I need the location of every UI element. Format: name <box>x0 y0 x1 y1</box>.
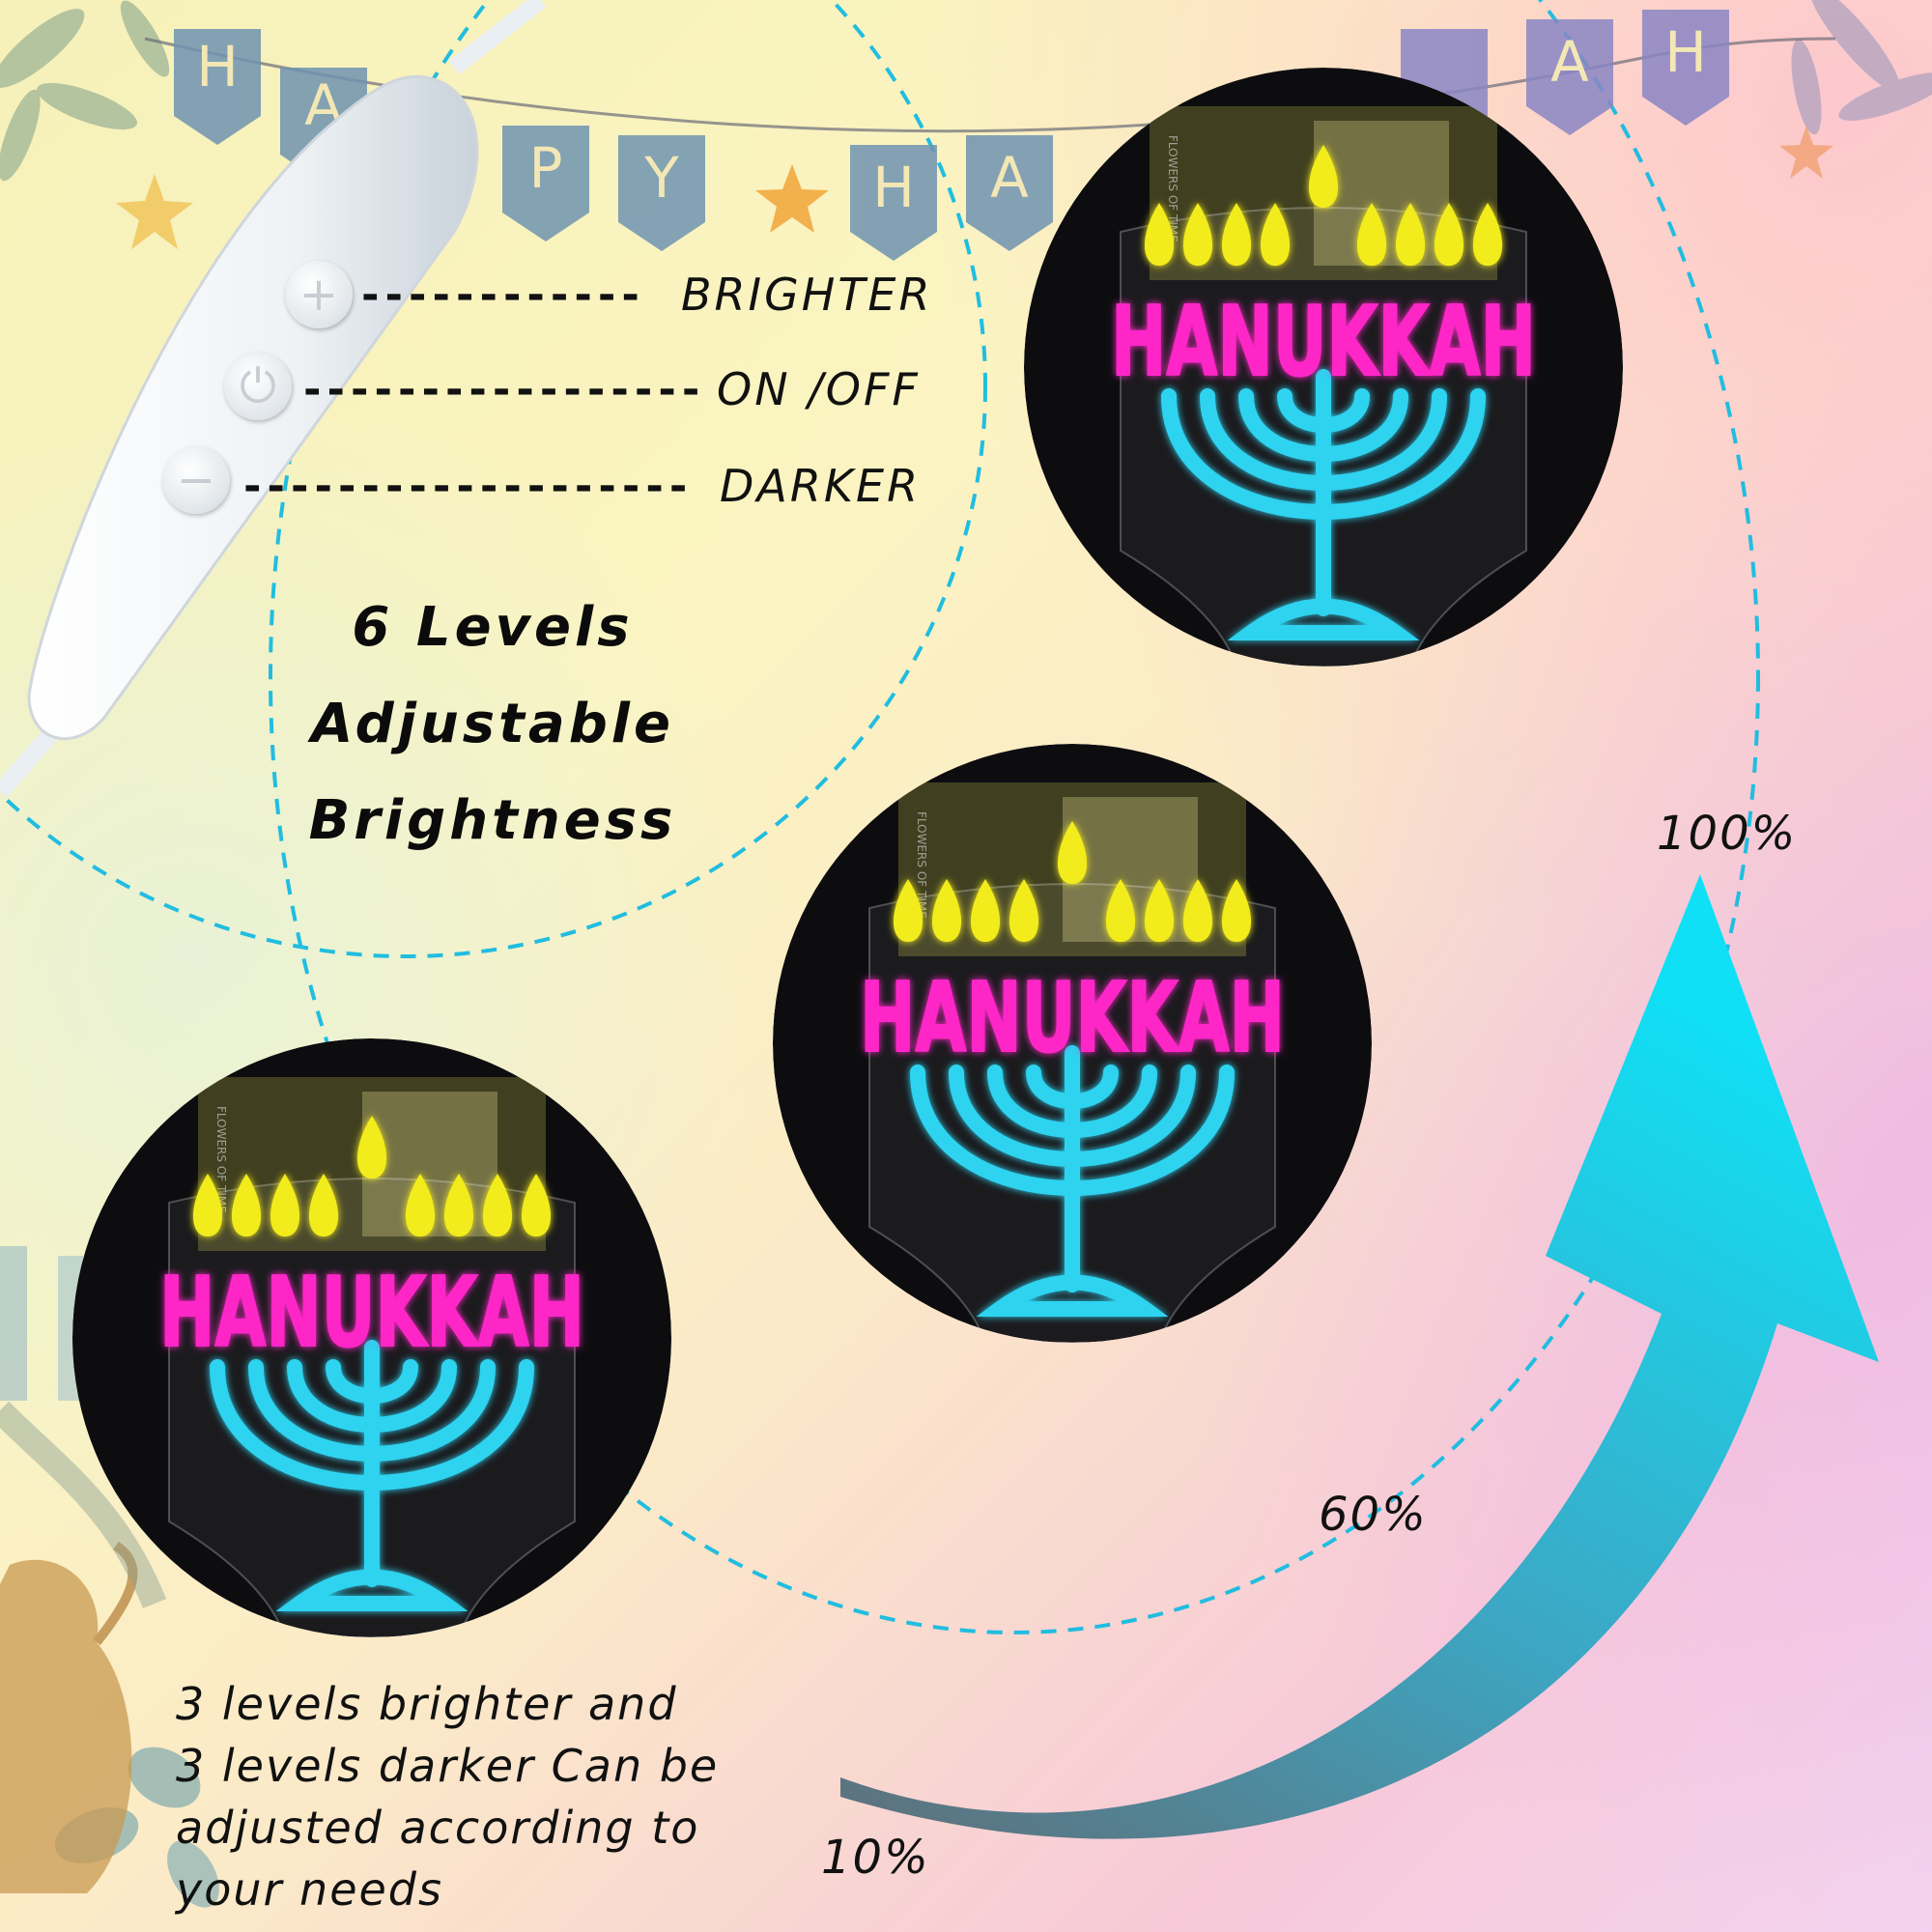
headline-line-2: Adjustable <box>311 693 674 755</box>
dashed-circles <box>0 0 1760 1634</box>
neon-sign-dim: FLOWERS OF TIME HANUKKAH <box>72 1038 671 1637</box>
menorah-shape <box>210 1340 534 1611</box>
darker-label: DARKER <box>720 460 922 512</box>
description-line-3: adjusted according to <box>176 1802 700 1854</box>
headline-line-1: 6 Levels <box>352 596 634 659</box>
banner-letter: P <box>528 135 563 201</box>
brighter-label: BRIGHTER <box>681 269 933 321</box>
brightness-description: 3 levels brighter and 3 levels darker Ca… <box>176 1673 794 1920</box>
level-100-label: 100% <box>1657 807 1798 861</box>
level-10-label: 10% <box>821 1831 930 1885</box>
backdrop-caption: FLOWERS OF TIME <box>214 1106 228 1213</box>
backdrop-caption: FLOWERS OF TIME <box>1166 135 1179 242</box>
headline-line-3: Brightness <box>308 789 677 852</box>
power-icon: ⏻ <box>240 358 276 413</box>
neon-sign-medium: FLOWERS OF TIME HANUKKAH <box>773 744 1372 1343</box>
leaf-cluster-top-right <box>1791 0 1932 135</box>
bunting-flags <box>174 10 1729 261</box>
banner-letter: H <box>872 155 915 220</box>
banner-letter: Y <box>644 145 679 211</box>
menorah-shape <box>1161 369 1486 640</box>
onoff-label: ON /OFF <box>717 363 921 415</box>
brighter-button[interactable]: + <box>285 261 353 328</box>
star-icons <box>116 126 1833 249</box>
power-button[interactable]: ⏻ <box>224 353 292 420</box>
description-line-4: your needs <box>176 1863 443 1916</box>
darker-leader: ------------------- <box>240 462 691 511</box>
neon-sign-bright: FLOWERS OF TIME HANUKKAH <box>1024 68 1623 667</box>
banner-letter: A <box>1550 29 1589 95</box>
banner-letter: H <box>1664 19 1707 85</box>
plus-icon: + <box>298 268 339 322</box>
hanukkah-neon-text: HANUKKAH <box>159 1256 584 1369</box>
menorah-shape <box>910 1045 1235 1317</box>
flame-shapes <box>893 821 1252 942</box>
onoff-leader: ----------------- <box>299 365 703 414</box>
banner-letter: A <box>990 145 1029 211</box>
brighter-leader: ------------ <box>357 270 643 320</box>
brightness-headline: 6 Levels Adjustable Brightness <box>290 580 696 869</box>
jug-illustration <box>0 1541 138 1893</box>
hanukkah-neon-text: HANUKKAH <box>1111 285 1536 398</box>
description-line-1: 3 levels brighter and <box>176 1678 678 1730</box>
description-line-2: 3 levels darker Can be <box>176 1740 720 1792</box>
backdrop-caption: FLOWERS OF TIME <box>915 811 928 919</box>
minus-icon: − <box>176 453 216 507</box>
level-60-label: 60% <box>1319 1488 1428 1542</box>
hanukkah-neon-text: HANUKKAH <box>860 961 1285 1074</box>
darker-button[interactable]: − <box>162 446 230 514</box>
flame-shapes <box>1144 145 1503 266</box>
flame-shapes <box>192 1116 552 1236</box>
banner-letter: H <box>196 34 239 99</box>
